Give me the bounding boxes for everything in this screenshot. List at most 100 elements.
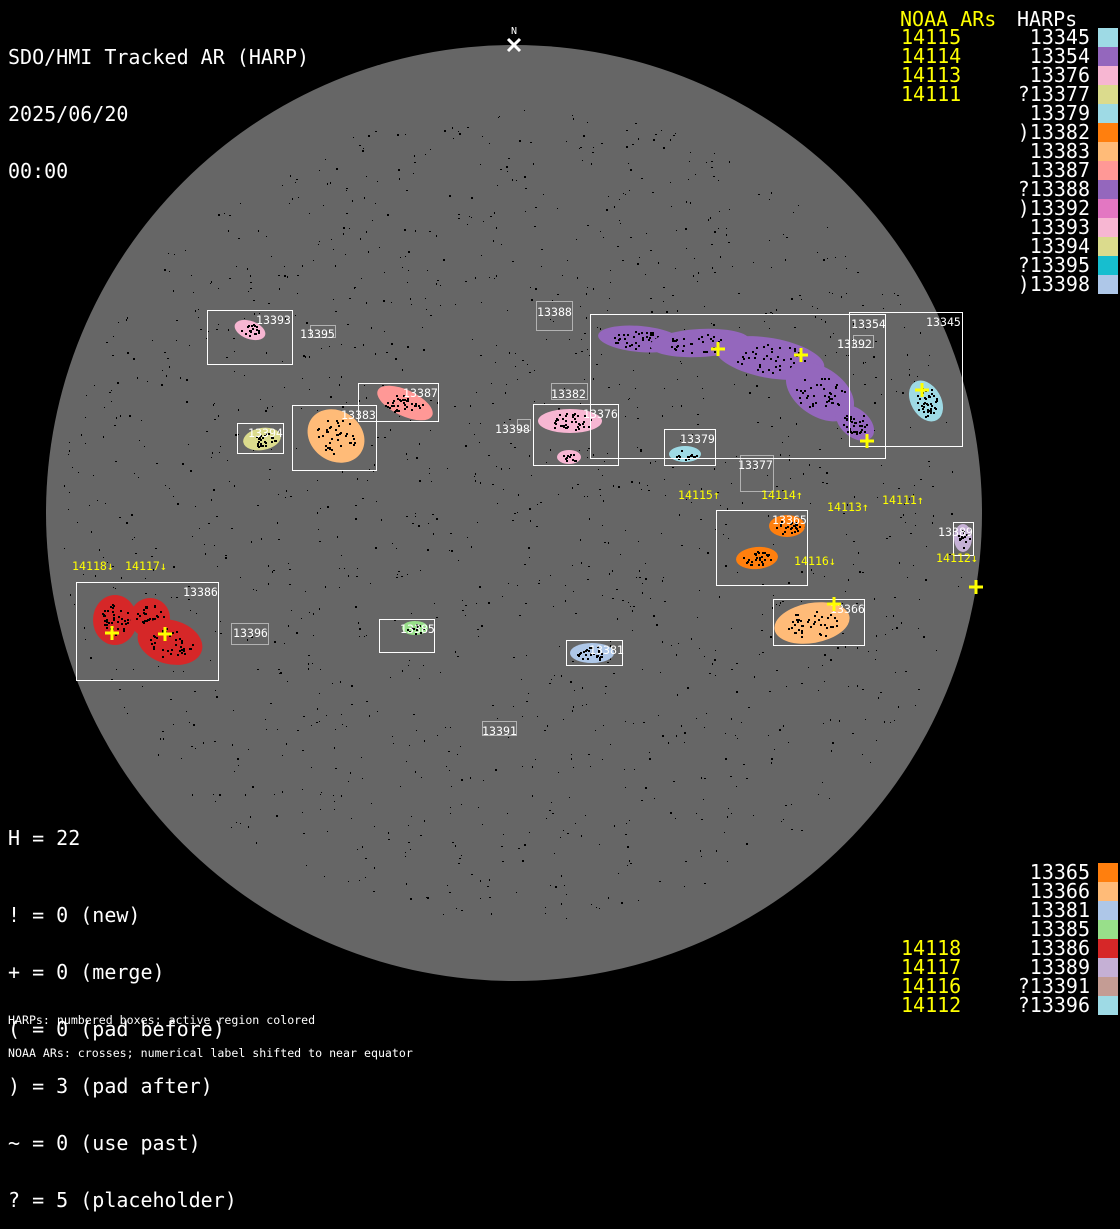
legend-color-swatch (1098, 920, 1118, 939)
harp-box (517, 419, 531, 431)
active-region-blob (774, 602, 850, 644)
harps-header: HARPs (1017, 7, 1078, 31)
legend-color-swatch (1098, 977, 1118, 996)
harp-box-label: 13385 (400, 622, 435, 636)
harp-box-label: 13392 (837, 337, 872, 351)
noaa-label: 14114↑ (761, 488, 803, 502)
legend-noaa-number: 14116 (901, 974, 962, 998)
harp-box (231, 623, 269, 645)
legend-harp-number: )13398 (1017, 272, 1090, 296)
legend-noaa-number: 14111 (901, 82, 962, 106)
legend-harp-number: 13365 (1029, 860, 1090, 884)
stat-pad-after: ) = 3 (pad after) (8, 1074, 213, 1098)
harp-box (664, 429, 716, 466)
harp-box-label: 13354 (851, 317, 886, 331)
legend-noaa-number: 14114 (901, 44, 962, 68)
noaa-label: 14113↑ (827, 500, 869, 514)
noaa-header: NOAA ARs (900, 7, 997, 31)
noaa-cross-icon (827, 597, 841, 611)
harp-box-label: 13376 (583, 407, 618, 421)
noaa-cross-icon (915, 383, 929, 397)
harp-box (566, 640, 623, 666)
legend-harp-number: 13389 (1029, 955, 1090, 979)
legend-harp-number: 13386 (1029, 936, 1090, 960)
legend-harp-number: ?13391 (1017, 974, 1090, 998)
legend-harp-number: 13366 (1029, 879, 1090, 903)
harp-box (590, 314, 886, 459)
h-count: H = 22 (8, 826, 81, 850)
plot-time: 00:00 (8, 159, 69, 183)
harp-box (379, 619, 435, 653)
noaa-labels: 14115↑14114↑14113↑14111↑14116↓14112↓1411… (72, 488, 978, 573)
legend-harp-number: 13385 (1029, 917, 1090, 941)
north-marker-icon (506, 37, 522, 53)
harp-box (237, 423, 284, 454)
legend-harp-number: 13379 (1029, 101, 1090, 125)
legend-color-swatch (1098, 218, 1118, 237)
harp-box (853, 335, 874, 348)
legend-color-swatch (1098, 123, 1118, 142)
solar-disk-map: 1339313395133881338713383133941338213376… (46, 26, 983, 981)
legend-color-swatch (1098, 47, 1118, 66)
noaa-cross-icon (860, 434, 874, 448)
harp-box-label: 13383 (341, 408, 376, 422)
legend-color-swatch (1098, 85, 1118, 104)
notes: HARPs: numbered boxes; active region col… (8, 993, 413, 1070)
legend-harp-number: 13354 (1029, 44, 1090, 68)
legend-color-swatch (1098, 863, 1118, 882)
harp-box-label: 13377 (738, 458, 773, 472)
harp-box (76, 582, 219, 681)
harp-box (849, 312, 963, 447)
harp-box (533, 404, 619, 466)
legend-harp-number: 13393 (1029, 215, 1090, 239)
active-region-blob (137, 619, 203, 665)
legend-color-swatch (1098, 199, 1118, 218)
stat-merge: + = 0 (merge) (8, 960, 165, 984)
noaa-cross-icon (794, 348, 808, 362)
noaa-label: 14112↓ (936, 551, 978, 565)
legend-harp-number: ?13395 (1017, 253, 1090, 277)
header: SDO/HMI Tracked AR (HARP) 2025/06/20 00:… (8, 10, 309, 200)
legend-noaa-number: 14112 (901, 993, 962, 1017)
harp-box-label: 13365 (772, 513, 807, 527)
note-noaa: NOAA ARs: crosses; numerical label shift… (8, 1046, 413, 1060)
harp-box-label: 13396 (233, 626, 268, 640)
harp-box-label: 13386 (183, 585, 218, 599)
harp-box-label: 13395 (300, 327, 335, 341)
legend-harp-number: ?13388 (1017, 177, 1090, 201)
active-region-blob (785, 362, 855, 422)
harp-box (953, 522, 974, 556)
legend-color-swatch (1098, 28, 1118, 47)
harp-box (292, 405, 377, 471)
note-harps: HARPs: numbered boxes; active region col… (8, 1013, 316, 1027)
harp-box-label: 13381 (589, 643, 624, 657)
harp-box-label: 13398 (495, 422, 530, 436)
legend-color-swatch (1098, 901, 1118, 920)
noaa-cross-icon (711, 342, 725, 356)
noaa-cross-icon (158, 627, 172, 641)
stat-use-past: ~ = 0 (use past) (8, 1131, 201, 1155)
noaa-label: 14116↓ (794, 554, 836, 568)
legend-color-swatch (1098, 256, 1118, 275)
legend-harp-number: ?13396 (1017, 993, 1090, 1017)
legend-harp-number: 13345 (1029, 25, 1090, 49)
harp-boxes: 1339313395133881338713383133941338213376… (76, 301, 974, 738)
legend-color-swatch (1098, 66, 1118, 85)
legend-harp-number: 13383 (1029, 139, 1090, 163)
noaa-label: 14117↓ (125, 559, 167, 573)
legend-color-swatch (1098, 161, 1118, 180)
legend-color-swatch (1098, 142, 1118, 161)
harp-box (551, 383, 588, 400)
legend-color-swatch (1098, 237, 1118, 256)
harp-box-label: 13394 (248, 426, 283, 440)
legend-color-swatch (1098, 939, 1118, 958)
plot-date: 2025/06/20 (8, 102, 129, 126)
legend-harp-number: )13392 (1017, 196, 1090, 220)
harp-box-label: 13393 (256, 313, 291, 327)
legend-color-swatch (1098, 275, 1118, 294)
harp-box-label: 13387 (403, 386, 438, 400)
legend-color-swatch (1098, 958, 1118, 977)
harp-box (310, 325, 336, 338)
noaa-cross-icon (969, 580, 983, 594)
legend-color-swatch (1098, 180, 1118, 199)
